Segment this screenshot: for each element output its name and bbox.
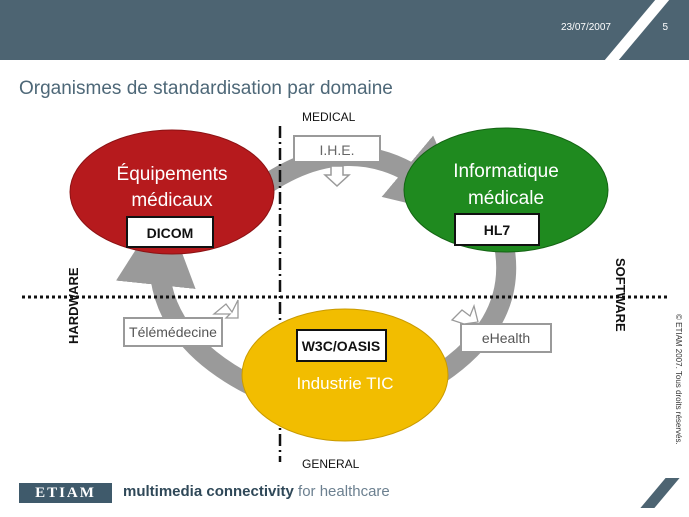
equipements-ellipse: [69, 129, 275, 255]
dicom-box: [126, 216, 214, 248]
dicom-label: DICOM: [147, 225, 194, 241]
industrie-label: Industrie TIC: [296, 374, 393, 393]
node-informatique: Informatique médicale HL7: [403, 127, 609, 253]
slide-date: 23/07/2007: [560, 22, 611, 33]
ehealth-arrow-icon: [450, 303, 479, 325]
page-title: Organismes de standardisation par domain…: [19, 78, 393, 99]
standards-diagram: Équipements médicaux DICOM Informatique …: [22, 110, 668, 471]
footer-tagline: multimedia connectivity for healthcare: [123, 483, 390, 500]
axis-label-hardware: HARDWARE: [66, 267, 81, 344]
equipements-label-2: médicaux: [131, 190, 213, 211]
telemedecine-arrow-icon: [212, 299, 239, 319]
telemedecine-label: Télémédecine: [129, 324, 217, 340]
footer-bar: ETIAM multimedia connectivity for health…: [0, 478, 689, 517]
header-bar: 23/07/2007 5: [0, 0, 689, 60]
header-slash-decor: [604, 0, 670, 60]
footer-slash-decor: [640, 478, 680, 508]
copyright-notice: © ETIAM 2007. Tous droits réservés.: [674, 314, 683, 445]
telemedecine-box: [123, 317, 223, 347]
informatique-label-1: Informatique: [453, 161, 559, 182]
informatique-label-2: médicale: [468, 188, 544, 209]
node-industrie: W3C/OASIS Industrie TIC: [241, 308, 449, 442]
link-ehealth: eHealth: [450, 303, 552, 353]
axis-label-medical: MEDICAL: [302, 110, 356, 124]
ehealth-label: eHealth: [482, 330, 530, 346]
w3c-oasis-label: W3C/OASIS: [302, 338, 381, 354]
industrie-ellipse: [241, 308, 449, 442]
ehealth-box: [460, 323, 552, 353]
footer-tagline-rest: for healthcare: [298, 483, 390, 500]
slide-number: 5: [662, 22, 668, 33]
footer-tagline-bold: multimedia connectivity: [123, 483, 294, 500]
etiam-logo: ETIAM: [19, 483, 112, 503]
hl7-box: [454, 213, 540, 246]
axis-label-software: SOFTWARE: [613, 258, 628, 332]
ihe-box: [293, 135, 381, 163]
ihe-down-arrow-icon: [323, 165, 351, 188]
link-telemedecine: Télémédecine: [123, 299, 239, 347]
hl7-label: HL7: [484, 222, 511, 238]
ihe-label: I.H.E.: [319, 142, 354, 158]
axis-label-general: GENERAL: [302, 457, 360, 471]
w3c-oasis-box: [296, 329, 387, 362]
node-equipements: Équipements médicaux DICOM: [69, 129, 275, 255]
link-ihe: I.H.E.: [293, 135, 381, 188]
equipements-label-1: Équipements: [117, 164, 228, 185]
